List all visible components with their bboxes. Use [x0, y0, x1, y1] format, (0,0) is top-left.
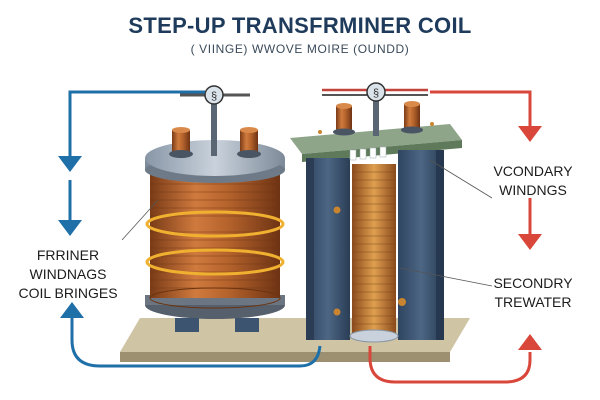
svg-text:§: §: [373, 88, 379, 100]
label-line: SECONDRY: [493, 275, 573, 291]
secondary-terminal-posts: [333, 96, 423, 136]
secondary-windings-label: VCONDARY WINDNGS: [470, 162, 596, 200]
primary-windings-label: FRRINER WINDNAGS COIL BRINGES: [6, 246, 130, 303]
primary-terminal-icon: §: [180, 85, 250, 105]
primary-arrowheads: [58, 156, 84, 318]
label-line: VCONDARY: [493, 163, 573, 179]
primary-flow-arrows: [68, 90, 322, 368]
diagram-title: STEP-UP TRANSFRMINER COIL: [128, 13, 472, 38]
leader-lines: [121, 159, 493, 287]
secondary-coil: [290, 96, 462, 343]
label-line: WINDNGS: [499, 182, 567, 198]
diagram-subtitle: ( VIINGE) WWOVE MOIRE (OUNDD): [190, 42, 410, 56]
secondary-arrowheads: [518, 126, 542, 350]
primary-terminal-posts: [169, 98, 261, 158]
label-line: FRRINER: [36, 247, 100, 263]
svg-text:§: §: [211, 91, 217, 103]
primary-coil: [145, 98, 285, 332]
label-line: COIL BRINGES: [18, 285, 118, 301]
label-line: WINDNAGS: [29, 266, 107, 282]
secondary-flow-arrows: [368, 90, 532, 384]
secondary-output-label: SECONDRY TREWATER: [470, 274, 596, 312]
label-line: TREWATER: [494, 294, 572, 310]
secondary-terminal-icon: §: [322, 82, 428, 102]
